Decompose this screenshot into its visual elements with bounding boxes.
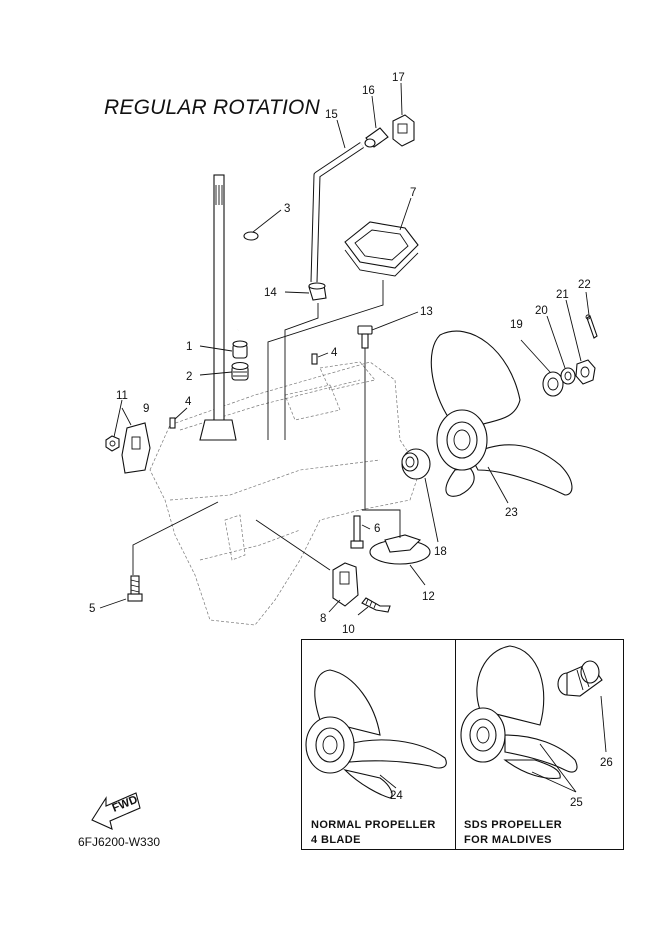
- pipe-15: [310, 142, 364, 283]
- inset-sds-line1: SDS PROPELLER: [464, 819, 563, 831]
- callout-1: 1: [186, 341, 192, 353]
- callout-17: 17: [392, 72, 405, 84]
- propeller-25: [460, 645, 578, 779]
- callout-14: 14: [264, 287, 277, 299]
- bracket-8: [332, 562, 359, 607]
- inset-normal-label: NORMAL PROPELLER 4 BLADE: [311, 818, 436, 848]
- callout-4a: 4: [185, 396, 192, 408]
- callout-24: 24: [390, 790, 403, 802]
- anode-12: [369, 534, 431, 565]
- callout-26: 26: [600, 757, 613, 769]
- callout-19: 19: [510, 319, 523, 331]
- callout-16: 16: [362, 85, 375, 97]
- callouts: 1 2 3 4 4 5 6 7 8 9 10 11 12 13 14 15 16…: [89, 72, 613, 809]
- cotter-pin-22: [585, 314, 598, 339]
- callout-6: 6: [374, 523, 380, 535]
- bolt-5: [127, 575, 143, 602]
- callout-21: 21: [556, 289, 569, 301]
- nut-21: [575, 359, 596, 385]
- propeller-24: [305, 669, 447, 799]
- callout-22: 22: [578, 279, 591, 291]
- adapter-26: [557, 660, 603, 697]
- bolt-6: [350, 515, 364, 549]
- propeller-23: [430, 330, 573, 497]
- callout-7: 7: [410, 187, 416, 199]
- fwd-arrow-icon: [91, 792, 141, 830]
- callout-2: 2: [186, 371, 192, 383]
- inset-sds-label: SDS PROPELLER FOR MALDIVES: [464, 818, 562, 848]
- inset-sds-line2: FOR MALDIVES: [464, 834, 552, 846]
- seal-2: [231, 361, 249, 381]
- callout-13: 13: [420, 306, 433, 318]
- cover-18: [401, 448, 431, 480]
- leader-lines: [99, 82, 607, 793]
- title: REGULAR ROTATION: [104, 96, 320, 119]
- callout-18: 18: [434, 546, 447, 558]
- callout-25: 25: [570, 797, 583, 809]
- callout-4b: 4: [331, 347, 338, 359]
- dowel-pin-right: [311, 353, 318, 365]
- grommet-14: [308, 282, 327, 301]
- drive-shaft: [199, 174, 237, 441]
- bolt-13: [357, 325, 373, 349]
- callout-12: 12: [422, 591, 435, 603]
- callout-20: 20: [535, 305, 548, 317]
- callout-23: 23: [505, 507, 518, 519]
- inset-normal-line2: 4 BLADE: [311, 834, 361, 846]
- callout-15: 15: [325, 109, 338, 121]
- callout-10: 10: [342, 624, 355, 636]
- washer-20: [560, 367, 576, 385]
- callout-9: 9: [143, 403, 149, 415]
- nut-11: [105, 435, 120, 452]
- screw-10: [361, 597, 391, 613]
- gasket-7: [344, 221, 419, 277]
- spacer-19: [542, 371, 564, 397]
- clip-17: [392, 114, 415, 147]
- callout-5: 5: [89, 603, 95, 615]
- dowel-pin-left: [169, 417, 176, 429]
- drawing-code: 6FJ6200-W330: [78, 835, 161, 849]
- callout-11: 11: [116, 390, 128, 402]
- grommet-16: [364, 127, 389, 148]
- inset-sds-propeller: [455, 639, 624, 850]
- callout-3: 3: [284, 203, 290, 215]
- water-tube: [235, 231, 259, 331]
- callout-8: 8: [320, 613, 326, 625]
- inset-normal-line1: NORMAL PROPELLER: [311, 819, 436, 831]
- grommet-1: [232, 340, 248, 359]
- cover-9: [121, 422, 151, 474]
